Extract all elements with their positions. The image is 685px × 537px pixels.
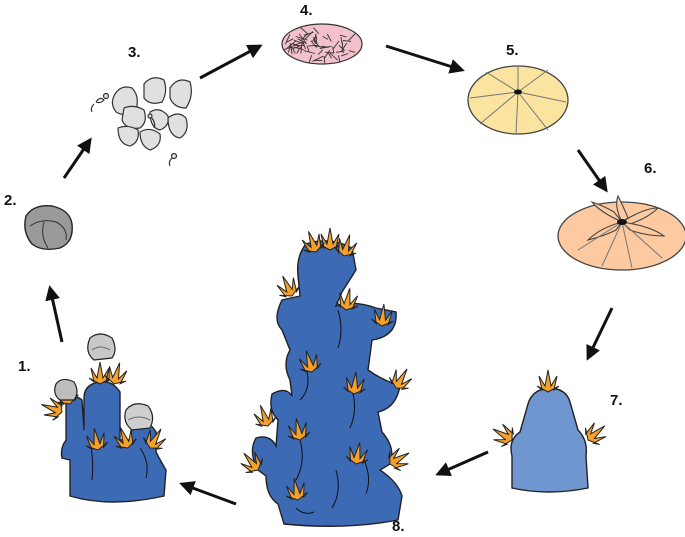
stage-label-1: 1.: [18, 358, 31, 375]
larva-cilium: [338, 45, 345, 51]
larva-cilium: [313, 27, 320, 35]
stage-label-8: 8.: [392, 518, 405, 535]
larva-cilium: [317, 49, 324, 56]
larva-cilium: [322, 45, 329, 49]
larva-cilium: [297, 38, 308, 44]
larva-cilium: [310, 40, 317, 48]
larva-cilium: [308, 55, 313, 64]
larva-cilium: [292, 45, 300, 49]
cycle-arrows: [45, 44, 614, 506]
stage-label-4: 4.: [300, 2, 313, 19]
larva-cilium: [299, 26, 309, 35]
arrow-7-to-8: [435, 450, 489, 477]
larva-cilium: [323, 49, 331, 60]
arrow-3-to-4: [199, 44, 263, 80]
larva-cilium: [314, 39, 320, 47]
stage-3-eggs-and-sperm: [90, 77, 192, 167]
larva-cilium: [323, 56, 326, 64]
larva-cilium: [319, 45, 332, 49]
larva-cilium: [304, 31, 314, 40]
larva-cilium: [338, 55, 341, 63]
larva-cilium: [303, 50, 316, 54]
larva-cilium: [300, 42, 303, 54]
stage-1-spawning-colony: [37, 333, 172, 503]
larva-cilium: [293, 41, 303, 47]
stage-6-primary-polyp: [557, 194, 685, 271]
arrow-5-to-6: [576, 149, 608, 193]
larva-cilium: [322, 36, 329, 40]
larva-cilium: [332, 40, 340, 50]
larva-cilium: [313, 45, 325, 48]
arrow-1-to-2: [45, 285, 64, 343]
larva-cilium: [340, 53, 349, 57]
larva-cilium: [329, 52, 339, 61]
stage-2-egg-bundle: [24, 205, 73, 251]
stage-7-young-colony: [486, 369, 613, 493]
larva-cilium: [299, 33, 308, 42]
larva-cilium: [284, 34, 291, 45]
larva-cilium: [326, 33, 332, 42]
stage-label-5: 5.: [506, 42, 519, 59]
arrow-2-to-3: [62, 137, 92, 179]
larva-cilium: [348, 33, 356, 41]
larva-cilium: [341, 42, 348, 52]
larva-cilium: [312, 35, 317, 42]
arrow-8-to-1: [179, 481, 237, 506]
stage-label-3: 3.: [128, 44, 141, 61]
stage-label-6: 6.: [644, 160, 657, 177]
stage-8-mature-colony: [234, 227, 418, 527]
stage-5-settled-disc: [467, 65, 569, 135]
larva-cilium: [287, 40, 297, 49]
larva-cilium: [286, 38, 294, 43]
larva-cilium: [302, 40, 306, 50]
arrow-6-to-7: [586, 307, 614, 361]
larva-cilium: [341, 41, 344, 54]
larva-cilium: [339, 34, 347, 38]
stage-label-7: 7.: [610, 392, 623, 409]
larva-cilium: [342, 40, 352, 42]
larva-cilium: [293, 39, 305, 45]
arrow-4-to-5: [385, 44, 465, 74]
larva-cilium: [313, 37, 316, 44]
larva-cilium: [283, 46, 292, 51]
larva-cilium: [324, 51, 335, 54]
stage-label-2: 2.: [4, 192, 17, 209]
larva-cilium: [348, 50, 356, 53]
larva-cilium: [296, 46, 301, 54]
larva-cilium: [306, 45, 310, 52]
larva-cilium: [295, 36, 308, 41]
larva-cilium: [328, 52, 333, 59]
larva-cilium: [332, 46, 335, 54]
stage-4-larva: [281, 23, 363, 65]
